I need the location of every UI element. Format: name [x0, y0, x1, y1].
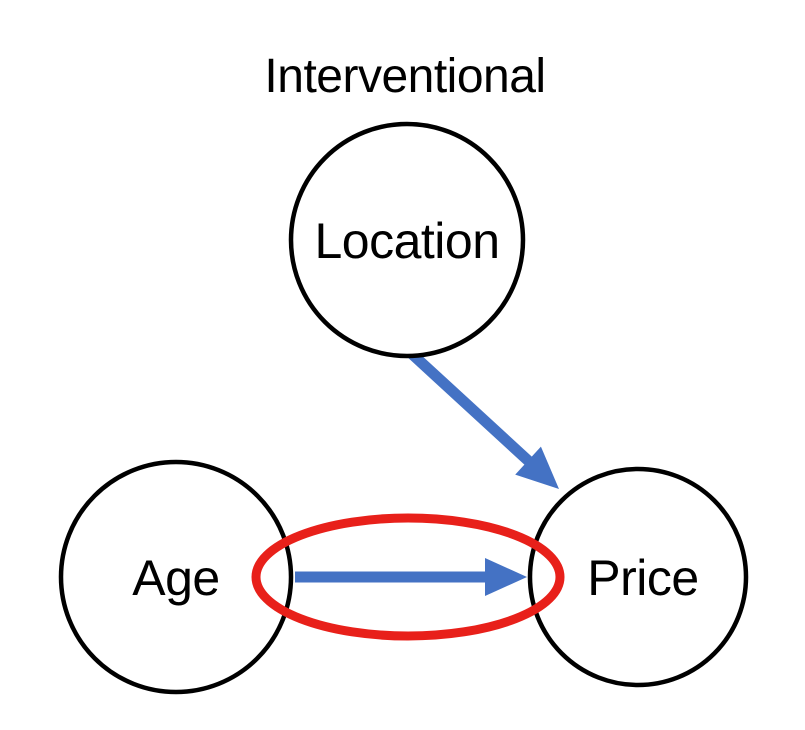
edge-location-to-price-arrowhead [515, 446, 559, 489]
edge-location-to-price-shaft [408, 349, 534, 467]
node-location-label: Location [314, 213, 499, 269]
edge-age-to-price-arrowhead [485, 558, 527, 596]
node-price-circle [527, 466, 749, 688]
node-location[interactable]: Location [288, 121, 526, 359]
node-age-label: Age [132, 550, 219, 606]
node-price-label: Price [587, 550, 698, 606]
diagram-title: Interventional [264, 50, 545, 103]
edge-location-to-price[interactable] [408, 349, 559, 489]
node-age[interactable]: Age [58, 459, 294, 695]
edge-age-to-price[interactable] [295, 558, 527, 596]
node-price[interactable]: Price [527, 466, 749, 688]
intervention-highlight-ellipse[interactable] [251, 513, 565, 641]
node-location-circle [288, 121, 526, 359]
node-age-circle [58, 459, 294, 695]
